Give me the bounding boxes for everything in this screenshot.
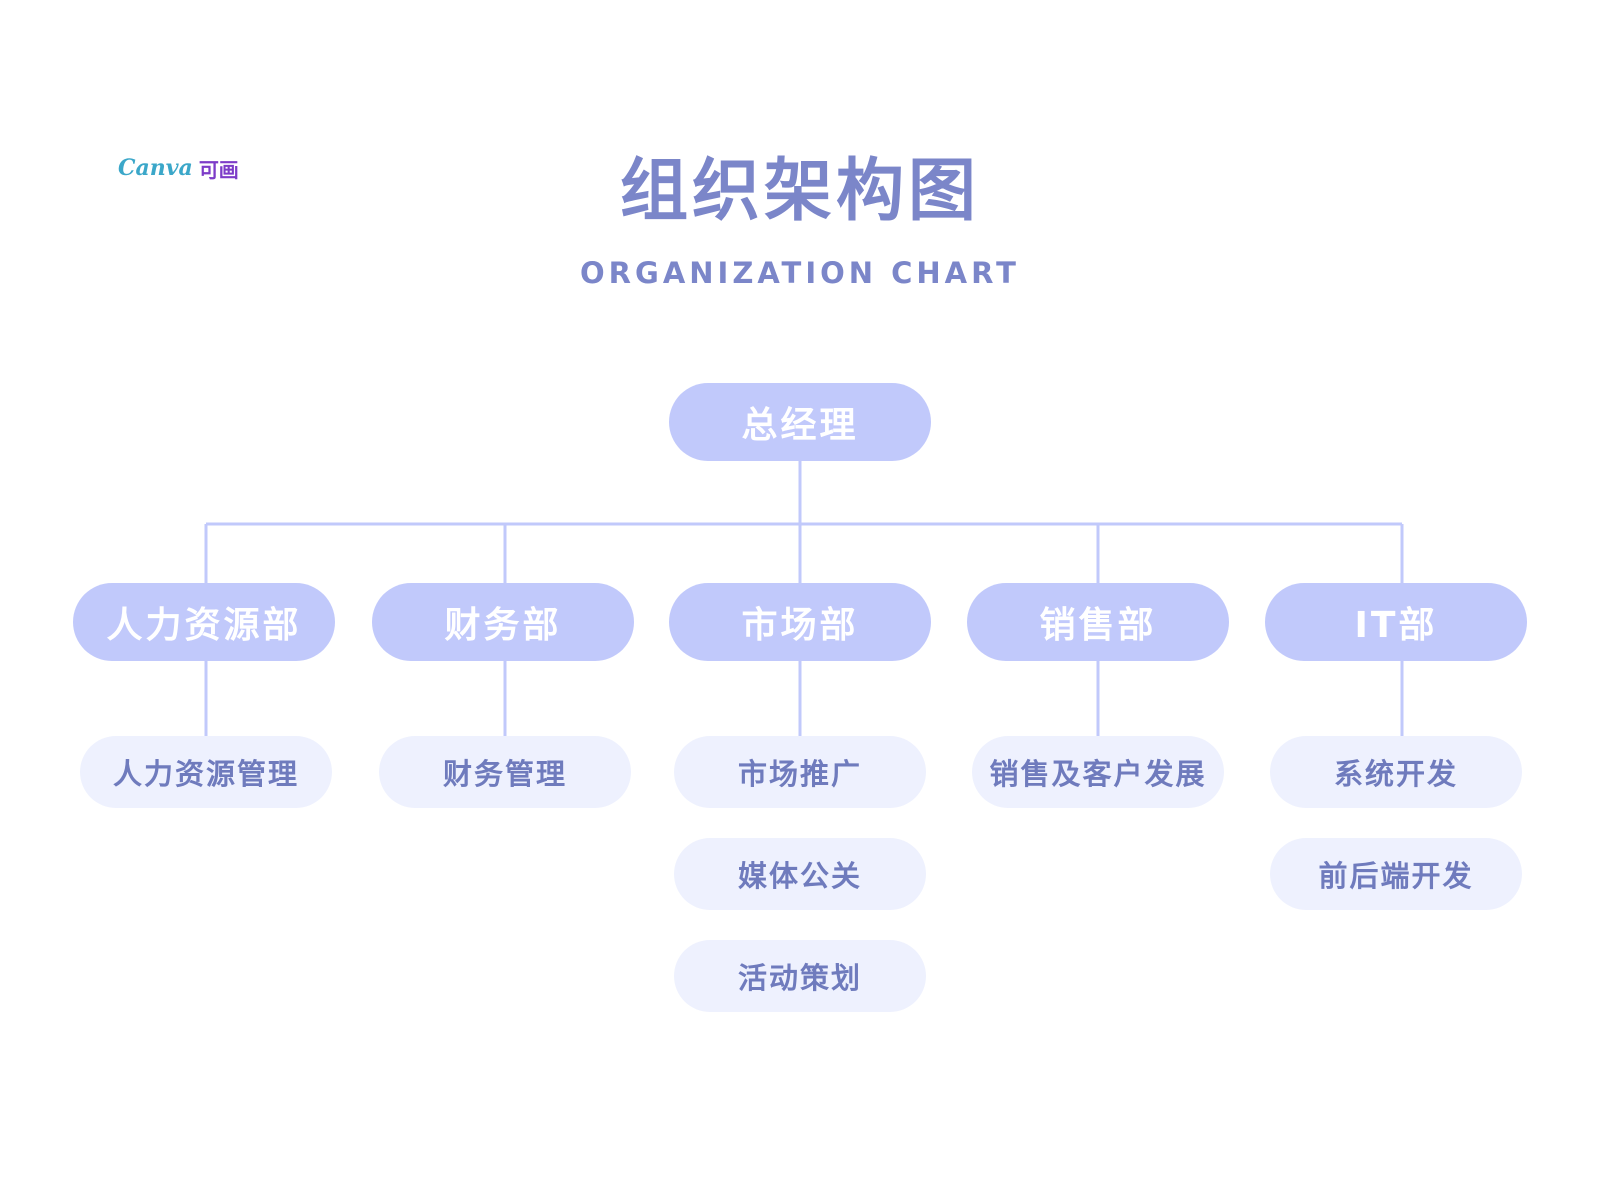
logo-latin-text: Canva — [118, 155, 193, 181]
node-dept-marketing: 市场部 — [669, 583, 931, 661]
node-sub-system-dev: 系统开发 — [1270, 736, 1522, 808]
node-dept-hr: 人力资源部 — [73, 583, 335, 661]
node-dept-finance: 财务部 — [372, 583, 634, 661]
canva-logo: Canva 可画 — [118, 150, 239, 186]
node-sub-hr-management: 人力资源管理 — [80, 736, 332, 808]
node-sub-fullstack-dev: 前后端开发 — [1270, 838, 1522, 910]
node-sub-sales-customer-dev: 销售及客户发展 — [972, 736, 1224, 808]
node-sub-finance-management: 财务管理 — [379, 736, 631, 808]
node-sub-media-pr: 媒体公关 — [674, 838, 926, 910]
node-dept-sales: 销售部 — [967, 583, 1229, 661]
logo-cjk-text: 可画 — [198, 157, 239, 182]
node-sub-market-promotion: 市场推广 — [674, 736, 926, 808]
node-sub-event-planning: 活动策划 — [674, 940, 926, 1012]
node-dept-it: IT部 — [1265, 583, 1527, 661]
page-subtitle: ORGANIZATION CHART — [580, 256, 1020, 290]
page-title: 组织架构图 — [619, 152, 980, 231]
node-general-manager: 总经理 — [669, 383, 931, 461]
